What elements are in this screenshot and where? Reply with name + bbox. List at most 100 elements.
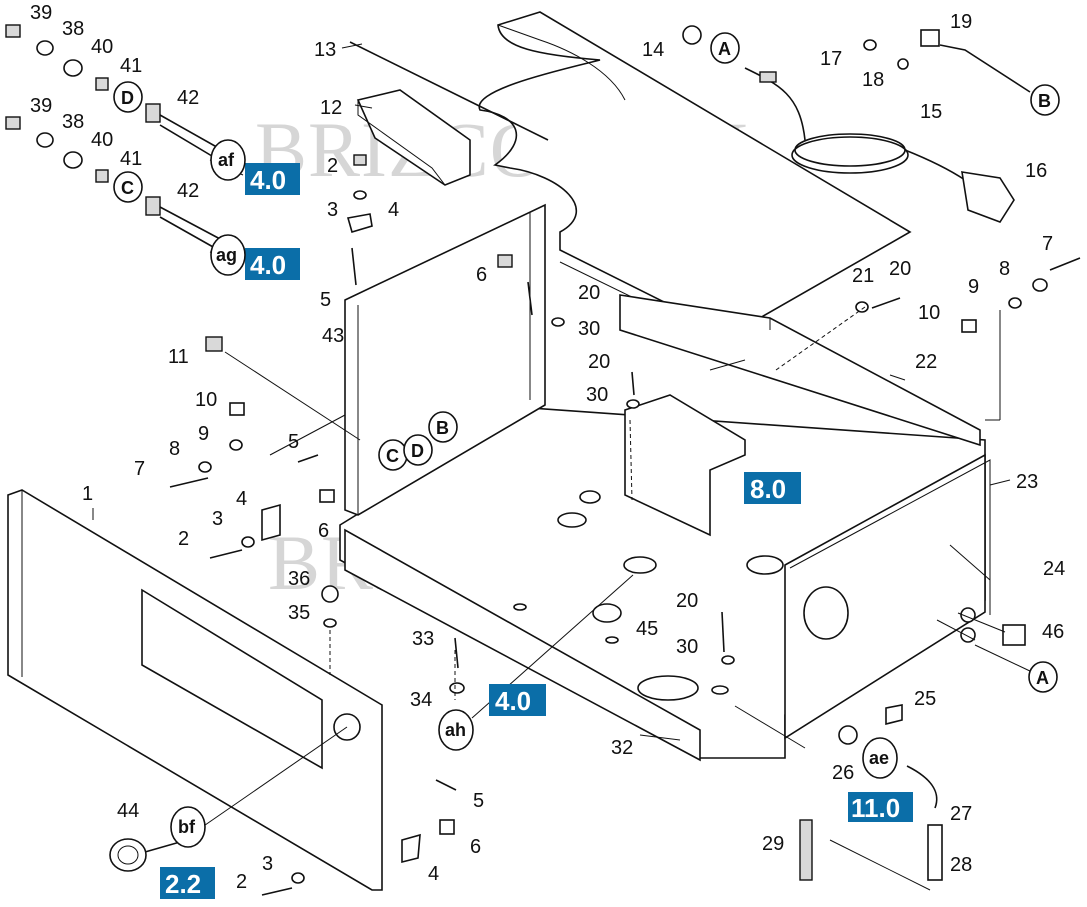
callout-26: 26 — [832, 762, 854, 784]
clamp-19 — [920, 29, 940, 47]
callout-44: 44 — [117, 800, 139, 822]
callout-2a: 2 — [327, 155, 338, 177]
svg-text:C: C — [121, 178, 134, 198]
callout-40a: 40 — [91, 36, 113, 58]
callout-6b: 6 — [318, 520, 329, 542]
svg-text:D: D — [121, 88, 134, 108]
ref-box-4-0-b[interactable]: 4.0 — [245, 248, 300, 280]
callout-38b: 38 — [62, 111, 84, 133]
ref-circle-ae: ae — [862, 737, 898, 779]
callout-33: 33 — [412, 628, 434, 650]
svg-text:ag: ag — [216, 245, 237, 265]
callout-3a: 3 — [327, 199, 338, 221]
svg-text:8.0: 8.0 — [750, 474, 786, 504]
svg-text:4.0: 4.0 — [250, 165, 286, 195]
panel-43 — [344, 203, 546, 516]
back-panel-22 — [619, 294, 981, 447]
callout-6a: 6 — [476, 264, 487, 286]
ref-circle-A-right: A — [1028, 661, 1058, 693]
svg-text:A: A — [718, 39, 731, 59]
callout-35: 35 — [288, 602, 310, 624]
callout-45: 45 — [636, 618, 658, 640]
callout-8a: 8 — [999, 258, 1010, 280]
callout-22: 22 — [915, 351, 937, 373]
callout-27: 27 — [950, 803, 972, 825]
callout-18: 18 — [862, 69, 884, 91]
callout-8b: 8 — [169, 438, 180, 460]
callout-20a: 20 — [889, 258, 911, 280]
callout-10b: 10 — [195, 389, 217, 411]
svg-text:11.0: 11.0 — [851, 793, 900, 823]
svg-text:B: B — [1038, 91, 1051, 111]
callout-5a: 5 — [320, 289, 331, 311]
callout-3c: 3 — [262, 853, 273, 875]
callout-20d: 20 — [676, 590, 698, 612]
plug-16 — [961, 171, 1015, 223]
ref-circle-ah: ah — [438, 709, 474, 751]
bracket-12 — [356, 89, 471, 186]
ref-box-11-0[interactable]: 11.0 — [848, 792, 913, 823]
ref-circle-ag: ag — [210, 234, 246, 276]
callout-7b: 7 — [134, 458, 145, 480]
callout-10a: 10 — [918, 302, 940, 324]
callout-3b: 3 — [212, 508, 223, 530]
svg-text:D: D — [411, 441, 424, 461]
callout-38a: 38 — [62, 18, 84, 40]
callout-4c: 4 — [428, 863, 439, 885]
callout-39b: 39 — [30, 95, 52, 117]
callout-2b: 2 — [178, 528, 189, 550]
callout-9a: 9 — [968, 276, 979, 298]
callout-16: 16 — [1025, 160, 1047, 182]
svg-text:2.2: 2.2 — [165, 869, 201, 899]
ref-circle-D-left: D — [113, 81, 143, 113]
svg-text:ah: ah — [445, 720, 466, 740]
svg-text:C: C — [386, 446, 399, 466]
callout-40b: 40 — [91, 129, 113, 151]
callout-36: 36 — [288, 568, 310, 590]
callout-28: 28 — [950, 854, 972, 876]
end-panel-23 — [784, 453, 991, 740]
callout-4b: 4 — [236, 488, 247, 510]
svg-text:4.0: 4.0 — [250, 250, 286, 280]
bracket-8 — [624, 394, 746, 537]
ref-circle-C-left: C — [113, 171, 143, 203]
callout-23: 23 — [1016, 471, 1038, 493]
svg-text:A: A — [1036, 668, 1049, 688]
ref-box-2-2[interactable]: 2.2 — [160, 867, 215, 899]
ref-box-8-0[interactable]: 8.0 — [744, 472, 801, 504]
callout-4a: 4 — [388, 199, 399, 221]
callout-29: 29 — [762, 833, 784, 855]
callout-11: 11 — [168, 346, 189, 368]
callout-39a: 39 — [30, 2, 52, 24]
ref-circle-B-mid: B — [428, 411, 458, 443]
callout-30c: 30 — [676, 636, 698, 658]
callout-30b: 30 — [586, 384, 608, 406]
cable-15 — [744, 67, 966, 181]
callout-43: 43 — [322, 325, 344, 347]
ref-box-4-0-a[interactable]: 4.0 — [245, 163, 300, 195]
callout-1: 1 — [82, 483, 93, 505]
callout-2c: 2 — [236, 871, 247, 893]
callout-5c: 5 — [473, 790, 484, 812]
callout-41a: 41 — [120, 55, 142, 77]
cable-19 — [939, 44, 1031, 93]
callout-32: 32 — [611, 737, 633, 759]
ref-circle-A-top: A — [710, 32, 740, 64]
ref-circle-C-mid: C — [378, 439, 408, 471]
callout-17: 17 — [820, 48, 842, 70]
callout-7a: 7 — [1042, 233, 1053, 255]
callout-numbers: 39 38 40 41 42 39 38 40 41 42 13 12 2 3 … — [30, 2, 1065, 893]
callout-12: 12 — [320, 97, 342, 119]
callout-25: 25 — [914, 688, 936, 710]
ref-box-4-0-c[interactable]: 4.0 — [489, 684, 546, 716]
ref-circle-af: af — [210, 139, 246, 181]
callout-19: 19 — [950, 11, 972, 33]
hardware — [5, 24, 1081, 896]
callout-6c: 6 — [470, 836, 481, 858]
callout-13: 13 — [314, 39, 336, 61]
callout-41b: 41 — [120, 148, 142, 170]
callout-9b: 9 — [198, 423, 209, 445]
svg-text:4.0: 4.0 — [495, 686, 531, 716]
ref-circle-bf: bf — [170, 806, 206, 848]
